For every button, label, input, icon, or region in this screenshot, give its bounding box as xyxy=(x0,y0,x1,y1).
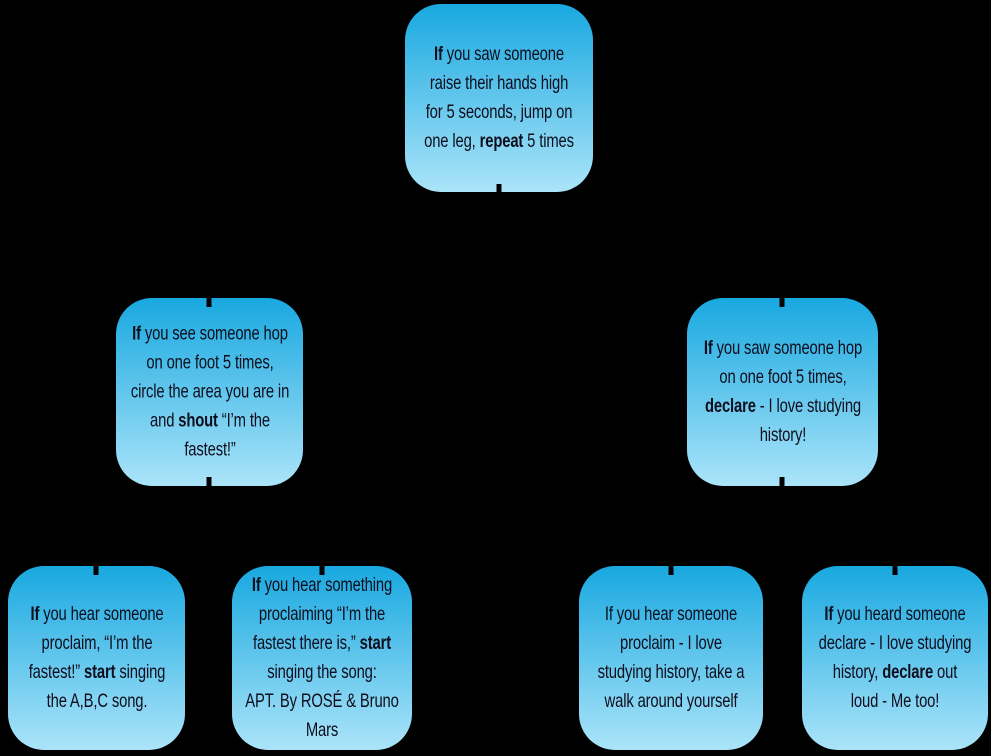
flow-node-branch-left-text: If you see someone hop on one foot 5 tim… xyxy=(130,322,289,461)
flow-node-branch-left: If you see someone hop on one foot 5 tim… xyxy=(116,298,303,486)
flow-node-leaf-left-2: If you hear something proclaiming “I’m t… xyxy=(232,566,412,750)
connector-branch-right-to-leaf-3 xyxy=(668,477,785,575)
flow-node-leaf-right-1: If you hear someone proclaim - I love st… xyxy=(579,566,763,750)
flow-node-root-text: If you saw someone raise their hands hig… xyxy=(424,43,574,152)
flow-node-leaf-right-1-text: If you hear someone proclaim - I love st… xyxy=(597,603,745,712)
connector-branch-left-to-leaf-1 xyxy=(93,477,212,575)
flow-node-leaf-right-2: If you heard someone declare - I love st… xyxy=(802,566,988,750)
flow-node-leaf-left-2-text: If you hear something proclaiming “I’m t… xyxy=(245,574,399,741)
flow-node-branch-right-text: If you saw someone hop on one foot 5 tim… xyxy=(703,337,862,446)
flow-node-leaf-left-1-text: If you hear someone proclaim, “I’m the f… xyxy=(28,603,165,712)
connector-root-to-branch-left xyxy=(206,184,502,307)
flow-node-leaf-left-1: If you hear someone proclaim, “I’m the f… xyxy=(8,566,185,750)
flow-node-leaf-right-2-text: If you heard someone declare - I love st… xyxy=(818,603,972,712)
flow-node-branch-right: If you saw someone hop on one foot 5 tim… xyxy=(687,298,878,486)
flow-node-root: If you saw someone raise their hands hig… xyxy=(405,4,593,192)
